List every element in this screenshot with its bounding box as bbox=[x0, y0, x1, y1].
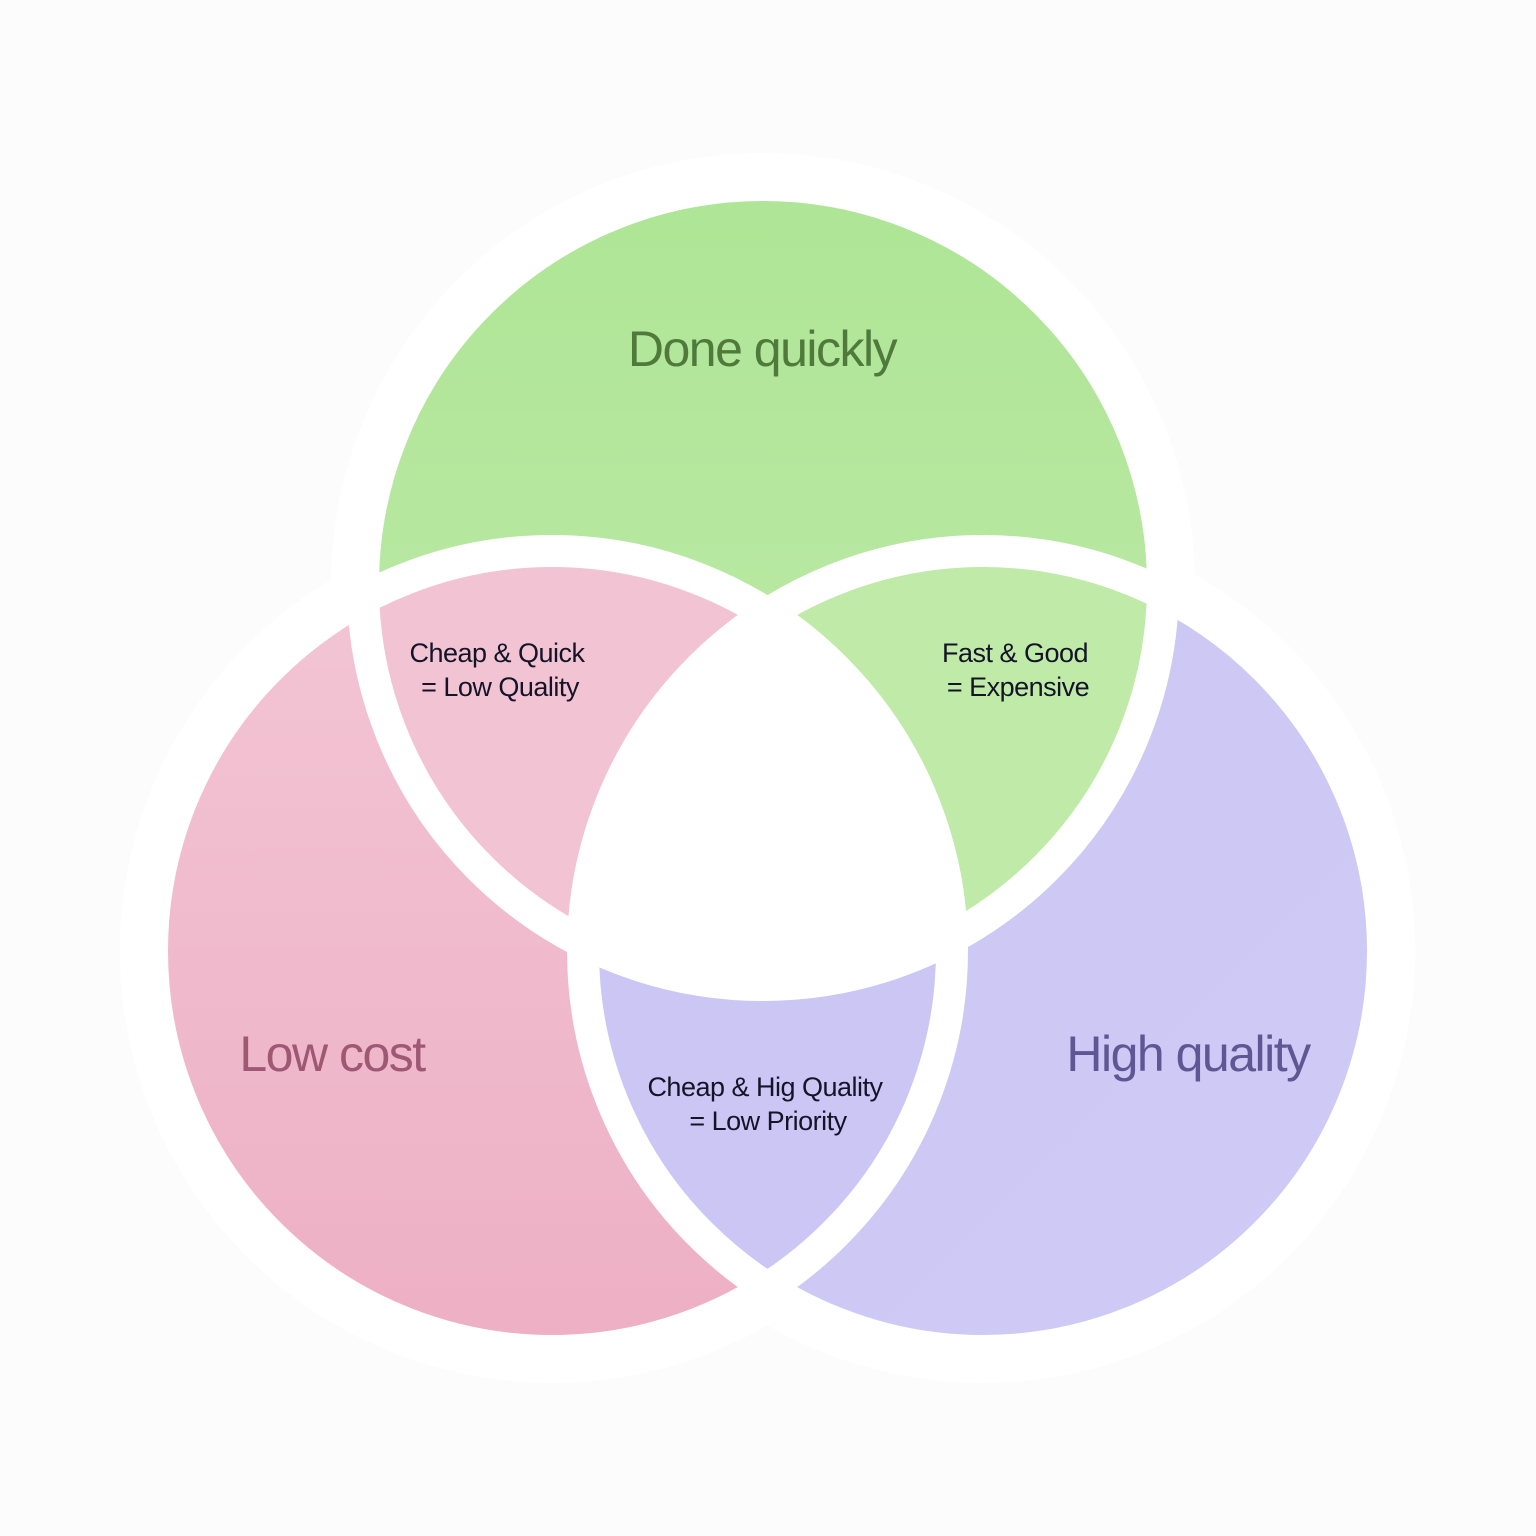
center-region bbox=[583, 551, 952, 985]
set-label-high-quality: High quality bbox=[1066, 1026, 1311, 1082]
overlap-label-cost-quality-line2: = Low Priority bbox=[689, 1106, 847, 1136]
separator-rings bbox=[136, 169, 1399, 1367]
set-label-done-quickly: Done quickly bbox=[628, 321, 898, 377]
overlap-label-quick-quality-line2: = Expensive bbox=[947, 672, 1089, 702]
overlap-label-quick-cost-line1: Cheap & Quick bbox=[409, 638, 585, 668]
overlap-label-quick-cost-line2: = Low Quality bbox=[421, 672, 580, 702]
set-label-low-cost: Low cost bbox=[239, 1026, 426, 1082]
overlap-label-cost-quality-line1: Cheap & Hig Quality bbox=[647, 1072, 883, 1102]
overlap-label-quick-quality-line1: Fast & Good bbox=[942, 638, 1088, 668]
